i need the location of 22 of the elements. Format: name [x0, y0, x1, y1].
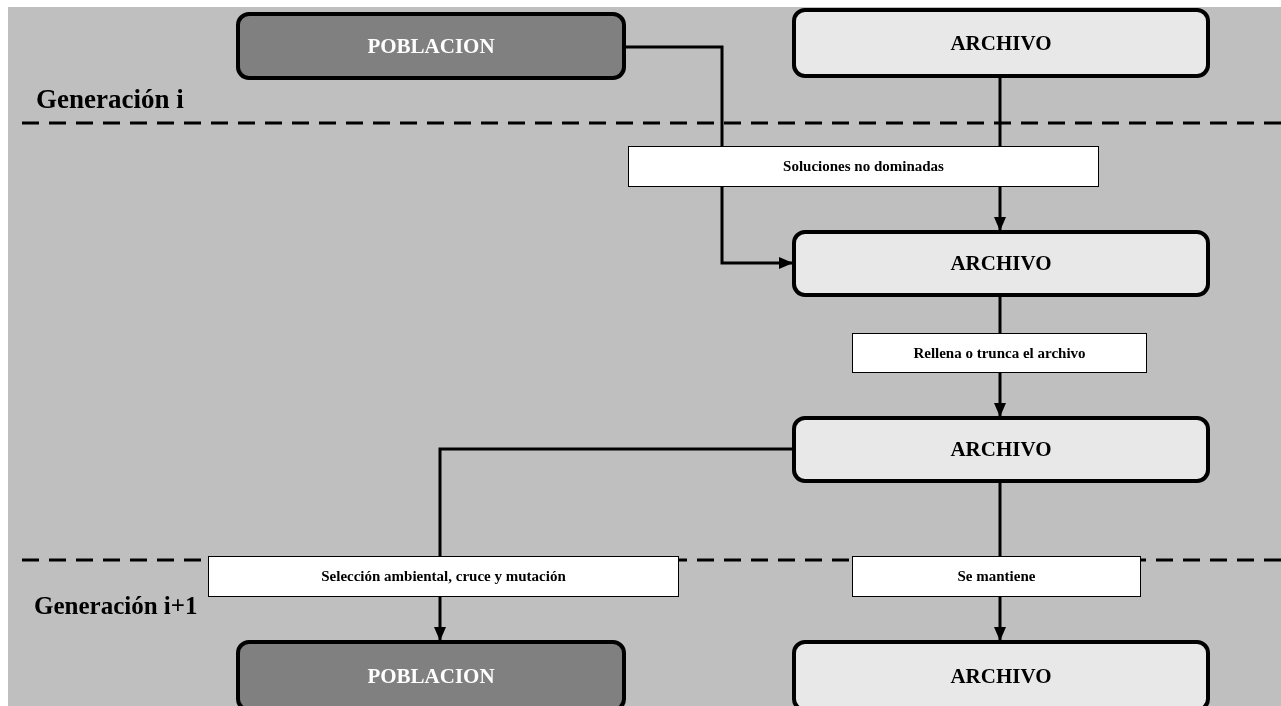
- step-label-box: Se mantiene: [852, 556, 1141, 597]
- connector-line: [998, 483, 1002, 556]
- population-box: POBLACION: [236, 640, 626, 706]
- step-label-box: Soluciones no dominadas: [628, 146, 1099, 187]
- generation-label: Generación i: [36, 84, 184, 115]
- population-box: POBLACION: [236, 12, 626, 80]
- arrow: [994, 187, 1006, 231]
- connector-line: [438, 447, 792, 556]
- archive-box: ARCHIVO: [792, 416, 1210, 483]
- arrow: [994, 373, 1006, 417]
- generation-label: Generación i+1: [34, 592, 198, 620]
- archive-box: ARCHIVO: [792, 640, 1210, 706]
- arrow: [994, 597, 1006, 641]
- archive-box: ARCHIVO: [792, 230, 1210, 297]
- connector-line: [626, 45, 724, 146]
- arrow: [434, 597, 446, 641]
- step-label-box: Rellena o trunca el archivo: [852, 333, 1147, 373]
- archive-box: ARCHIVO: [792, 8, 1210, 78]
- connector-line: [998, 78, 1002, 146]
- arrow: [720, 187, 793, 269]
- connector-line: [998, 297, 1002, 333]
- step-label-box: Selección ambiental, cruce y mutación: [208, 556, 679, 597]
